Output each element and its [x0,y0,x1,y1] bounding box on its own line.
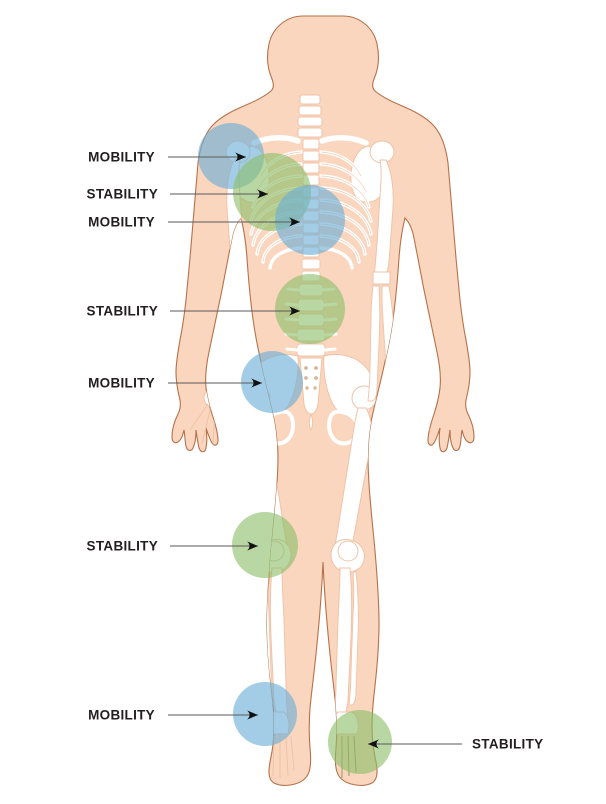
highlight-circle-lumbar-stability [275,274,345,344]
obturator-foramen-left [262,409,296,446]
highlight-circle-ankle-mobility [233,682,297,746]
elbow-right [372,271,391,285]
annotation-label-lumbar-stability: STABILITY [86,303,158,319]
arrowhead-scapula-stability [257,189,268,199]
sacral-foramina [304,366,318,390]
arrowhead-foot-stability [368,739,379,749]
annotation-label-hip-mobility: MOBILITY [88,375,155,391]
highlight-circles [198,123,392,774]
annotation-label-shoulder-mobility: MOBILITY [88,149,155,165]
arrowhead-lumbar-stability [289,306,300,316]
elbow-left [229,271,248,285]
arrowhead-shoulder-mobility [235,152,246,162]
arrowhead-thoracic-mobility [289,217,300,227]
annotation-label-scapula-stability: STABILITY [86,186,158,202]
annotation-label-foot-stability: STABILITY [472,736,544,752]
cervical-spine [297,94,323,138]
arrowhead-knee-stability [247,541,258,551]
wrist-right [397,388,417,408]
arrowhead-ankle-mobility [247,710,258,720]
coccyx [309,412,313,432]
annotation-label-ankle-mobility: MOBILITY [88,707,155,723]
highlight-circle-thoracic-mobility [275,185,345,255]
patella-right [337,540,359,562]
clavicle-right [319,135,369,146]
highlight-circle-foot-stability [328,710,392,774]
radius-left [222,285,239,400]
annotation-label-thoracic-mobility: MOBILITY [88,214,155,230]
leader-lines [168,152,462,749]
annotation-label-knee-stability: STABILITY [86,538,158,554]
hand-bones-right [387,403,431,449]
highlight-circle-knee-stability [232,512,298,578]
fibula-right [348,571,359,706]
ulna-right [367,285,381,402]
highlight-circle-hip-mobility [241,351,303,413]
arrowhead-hip-mobility [251,378,262,388]
